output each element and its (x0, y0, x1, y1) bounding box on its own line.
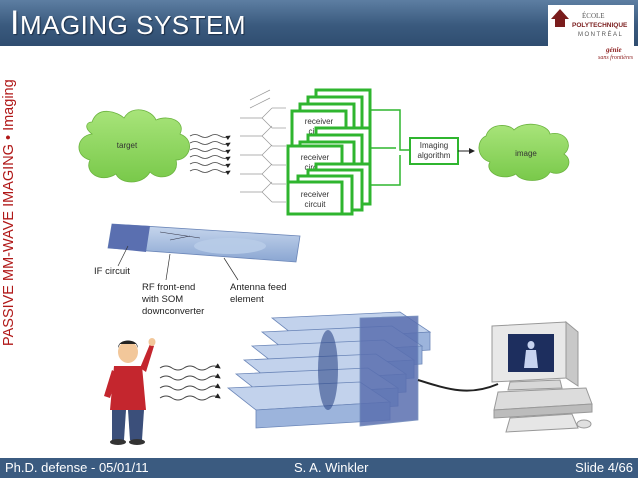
antenna-array-lines (240, 89, 286, 203)
algorithm-line1: Imaging (420, 141, 448, 150)
title-initial: I (10, 4, 20, 42)
if-circuit-label: IF circuit (94, 266, 130, 277)
receiver-3-line2: circuit (305, 200, 327, 209)
receiver-1-line1: receiver (305, 117, 334, 126)
antenna-array-stack (226, 311, 432, 429)
antenna-feed-line2: element (230, 294, 264, 305)
image-label: image (515, 149, 537, 158)
logo-emblem (551, 9, 569, 27)
antenna-feed-strip (107, 223, 301, 263)
footer-date: Ph.D. defense - 05/01/11 (5, 460, 149, 475)
footer-author: S. A. Winkler (294, 460, 369, 475)
radiation-waves-bottom (159, 363, 221, 401)
logo-line5: sans frontières (598, 54, 634, 61)
imaging-algorithm-box (409, 137, 459, 165)
logo-line2: POLYTECHNIQUE (572, 22, 628, 29)
algorithm-line2: algorithm (418, 151, 451, 160)
image-cloud (478, 123, 570, 181)
antenna-feed-line1: Antenna feed (230, 282, 287, 293)
footer-slide-number: Slide 4/66 (575, 460, 633, 475)
title-rest: MAGING SYSTEM (19, 10, 247, 40)
receiver-stack-3 (286, 162, 372, 216)
logo-line3: MONTRÉAL (578, 31, 623, 38)
rf-frontend-line2: with SOM (142, 294, 184, 305)
receiver-2-line1: receiver (301, 153, 330, 162)
radiation-waves-top (189, 134, 231, 176)
slide-title: IMAGING SYSTEM (10, 4, 246, 43)
person-figure (104, 338, 156, 445)
rf-frontend-line3: downconverter (142, 306, 205, 317)
logo-line1: ÉCOLE (582, 12, 605, 20)
polytechnique-logo: ÉCOLE POLYTECHNIQUE MONTRÉAL génie sans … (548, 5, 634, 61)
footer-bar: Ph.D. defense - 05/01/11 S. A. Winkler S… (0, 458, 638, 478)
header-bar (0, 0, 638, 46)
receiver-output-lines (370, 109, 410, 186)
rf-frontend-line1: RF front-end (142, 282, 196, 293)
logo-line4: génie (605, 46, 622, 54)
target-label: target (117, 141, 138, 150)
computer-cable (417, 379, 499, 392)
target-cloud (78, 109, 190, 183)
receiver-3-line1: receiver (301, 190, 330, 199)
computer-workstation (491, 320, 593, 433)
strip-callout-lines (117, 245, 239, 281)
